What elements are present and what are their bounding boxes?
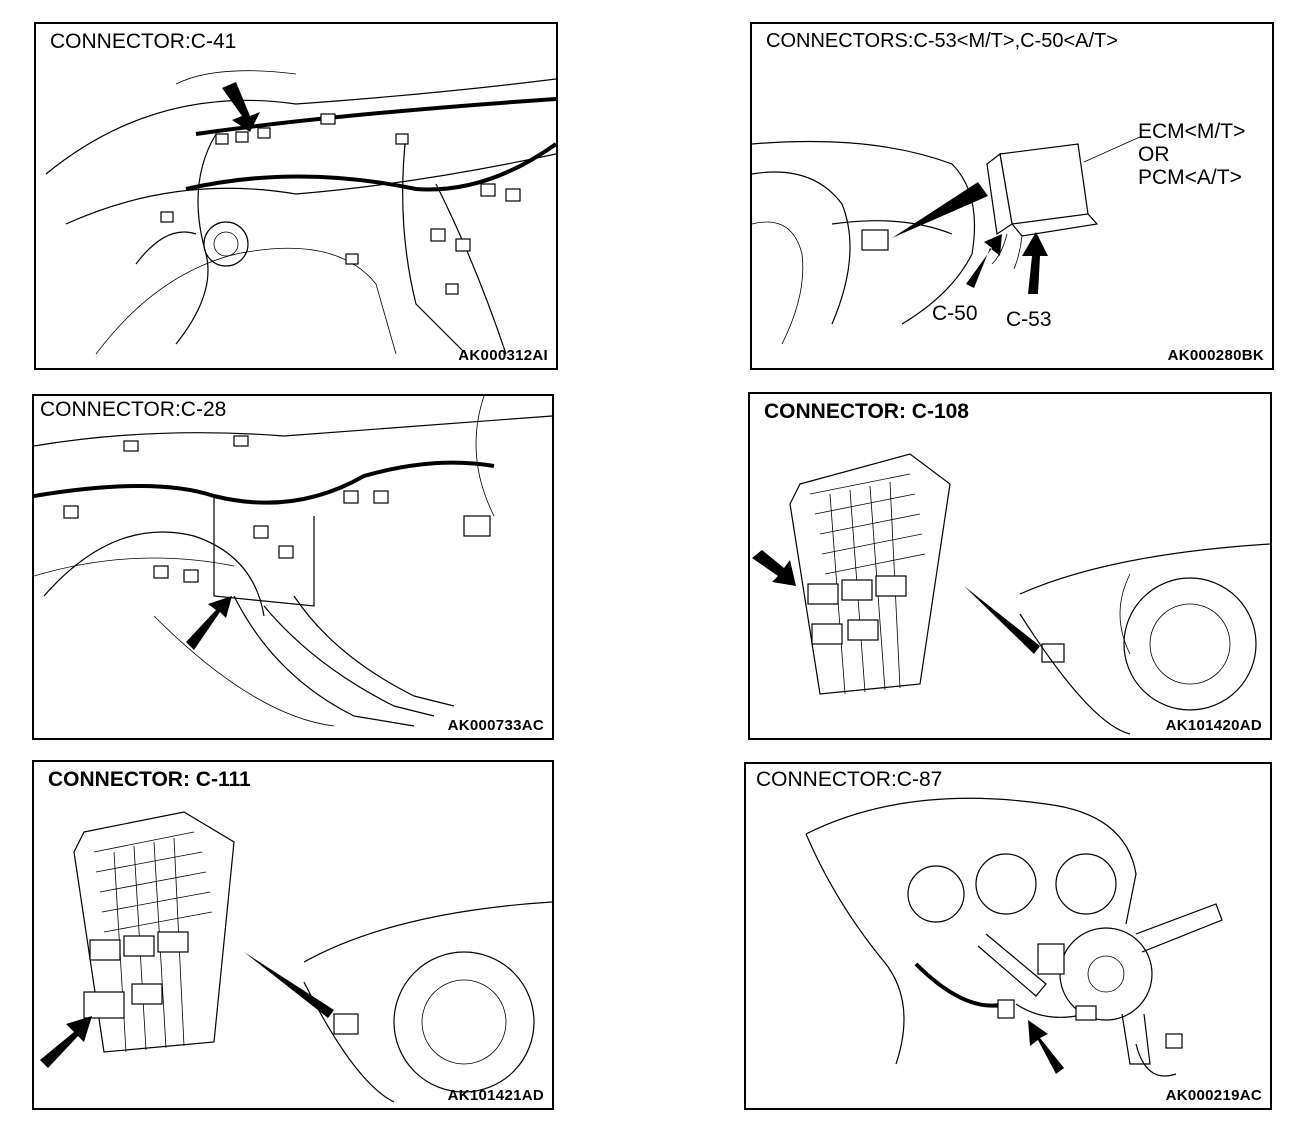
panel-title: CONNECTOR: C-111 xyxy=(48,768,251,791)
arrow-pointer xyxy=(222,82,260,132)
arrow-c50 xyxy=(966,234,1002,288)
ecm-label-line2: OR xyxy=(1138,143,1170,166)
wiring-harness-illustration xyxy=(45,70,556,355)
arrow-c53 xyxy=(1022,232,1048,294)
panel-title: CONNECTOR: C-108 xyxy=(764,400,969,423)
ecm-label-line1: ECM<M/T> xyxy=(1138,120,1246,143)
pointer-wedge xyxy=(892,182,988,238)
wiring-harness-illustration xyxy=(34,396,552,727)
figure-code: AK000733AC xyxy=(447,717,544,734)
arrow-pointer xyxy=(752,550,796,586)
arrow-pointer xyxy=(186,596,232,650)
panel-title: CONNECTOR:C-28 xyxy=(40,398,227,421)
ecm-location-illustration xyxy=(752,135,1143,345)
figure-code: AK000219AC xyxy=(1165,1087,1262,1104)
panel-title: CONNECTOR:C-87 xyxy=(756,768,943,791)
panel-c108: CONNECTOR: C-108 AK101420AD xyxy=(748,392,1272,740)
panel-title: CONNECTORS:C-53<M/T>,C-50<A/T> xyxy=(766,30,1118,52)
arrow-pointer xyxy=(1028,1020,1064,1074)
panel-c41: CONNECTOR:C-41 AK000312AI xyxy=(34,22,558,370)
steering-column-illustration xyxy=(805,797,1223,1077)
pointer-wedge xyxy=(964,586,1040,654)
c50-label: C-50 xyxy=(932,302,978,325)
figure-code: AK000312AI xyxy=(458,347,548,364)
arrow-pointer xyxy=(40,1016,92,1068)
panel-c111: CONNECTOR: C-111 AK101421AD xyxy=(32,760,554,1110)
junction-block-illustration xyxy=(752,453,1270,735)
ecm-label-line3: PCM<A/T> xyxy=(1138,166,1242,189)
c53-label: C-53 xyxy=(1006,308,1052,331)
panel-c87: CONNECTOR:C-87 AK000219AC xyxy=(744,762,1272,1110)
figure-code: AK101421AD xyxy=(447,1087,544,1104)
panel-c28: CONNECTOR:C-28 AK000733AC xyxy=(32,394,554,740)
panel-title: CONNECTOR:C-41 xyxy=(50,30,237,53)
junction-block-illustration xyxy=(40,811,552,1103)
figure-code: AK101420AD xyxy=(1165,717,1262,734)
pointer-wedge xyxy=(244,952,334,1018)
figure-code: AK000280BK xyxy=(1167,347,1264,364)
panel-c53-c50: CONNECTORS:C-53<M/T>,C-50<A/T> ECM<M/T> … xyxy=(750,22,1274,370)
